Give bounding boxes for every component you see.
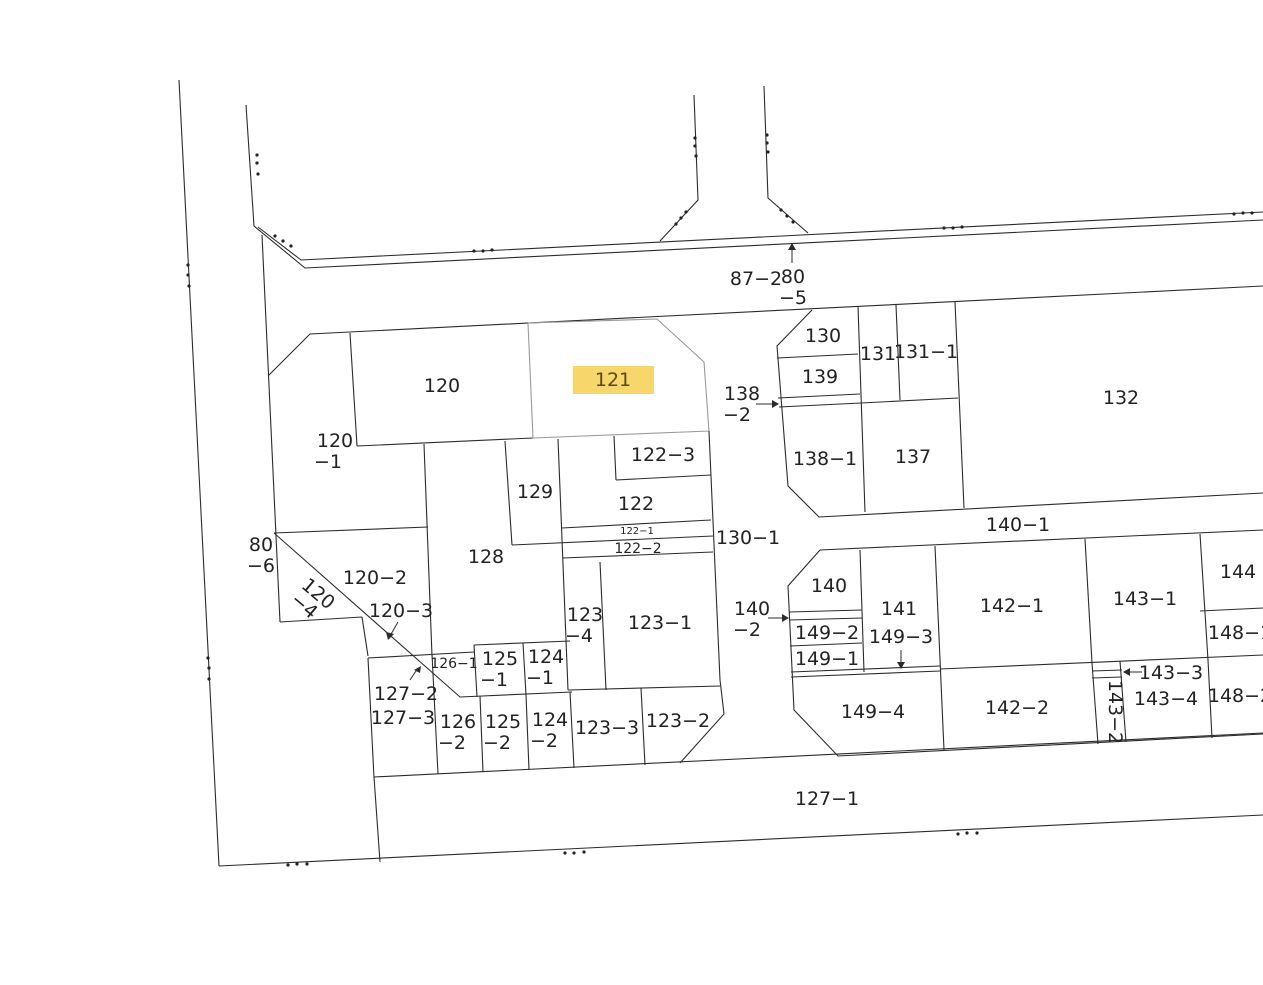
label-125-1-bottom: −1 [480,669,508,691]
label-126-1: 126−1 [430,656,477,672]
label-122-1: 122−1 [620,526,654,537]
label-124-1-bottom: −1 [526,667,554,689]
leader-arrows [386,243,1142,681]
label-149-2: 149−2 [795,622,859,644]
label-138-2-bottom: −2 [723,404,751,426]
label-123-2: 123−2 [646,710,710,732]
road-lines [178,79,1263,867]
label-132: 132 [1103,387,1139,409]
label-80-6-bottom: −6 [247,555,275,577]
label-127-2: 127−2 [374,683,438,705]
boundary-markers [186,133,1254,867]
label-144: 144 [1220,561,1256,583]
label-120: 120 [424,375,460,397]
label-123-1: 123−1 [628,612,692,634]
label-126-2-top: 126 [440,711,476,733]
label-121[interactable]: 121 [595,369,631,391]
label-143-1: 143−1 [1113,588,1177,610]
label-140: 140 [811,575,847,597]
label-124-1-top: 124 [528,646,564,668]
label-80-5-bottom: −5 [779,287,807,309]
label-123-3: 123−3 [575,717,639,739]
label-131: 131 [860,343,896,365]
label-140-2-top: 140 [734,598,770,620]
label-80-6-top: 80 [249,534,273,556]
label-140-2-bottom: −2 [733,619,761,641]
label-127-3: 127−3 [371,707,435,729]
label-142-1: 142−1 [980,595,1044,617]
label-137: 137 [895,446,931,468]
label-130-1: 130−1 [716,527,780,549]
label-143-4: 143−4 [1134,688,1198,710]
label-125-1-top: 125 [482,648,518,670]
label-87-2: 87−2 [730,268,782,290]
label-140-1: 140−1 [986,514,1050,536]
label-124-2-bottom: −2 [530,730,558,752]
label-124-2-top: 124 [532,709,568,731]
parcel-121-highlight [573,366,654,394]
label-120-2: 120−2 [343,567,407,589]
parcel-boundaries [273,301,1263,863]
label-130: 130 [805,325,841,347]
label-123-4-bottom: −4 [565,625,593,647]
label-149-4: 149−4 [841,701,905,723]
label-120-1-top: 120 [317,430,353,452]
label-148-2: 148−2 [1208,685,1263,707]
label-122: 122 [618,493,654,515]
label-139: 139 [802,366,838,388]
label-143-2: 143−2 [1104,680,1126,744]
parcel-labels: 87−2 80 −5 120 121 120 −1 122−3 129 122 … [247,266,1263,810]
label-138-1: 138−1 [793,448,857,470]
label-148-1: 148−1 [1208,622,1263,644]
label-142-2: 142−2 [985,697,1049,719]
label-127-1: 127−1 [795,788,859,810]
label-138-2-top: 138 [724,383,760,405]
label-122-3: 122−3 [631,444,695,466]
label-143-3: 143−3 [1139,662,1203,684]
label-125-2-top: 125 [485,711,521,733]
label-149-3: 149−3 [869,626,933,648]
label-141: 141 [881,598,917,620]
label-129: 129 [517,481,553,503]
label-122-2: 122−2 [614,541,661,557]
label-131-1: 131−1 [894,341,958,363]
label-125-2-bottom: −2 [483,732,511,754]
label-120-3: 120−3 [369,600,433,622]
label-128: 128 [468,546,504,568]
label-149-1: 149−1 [795,648,859,670]
label-120-1-bottom: −1 [314,451,342,473]
label-80-5-top: 80 [781,266,805,288]
label-126-2-bottom: −2 [438,732,466,754]
label-123-4-top: 123 [567,604,603,626]
